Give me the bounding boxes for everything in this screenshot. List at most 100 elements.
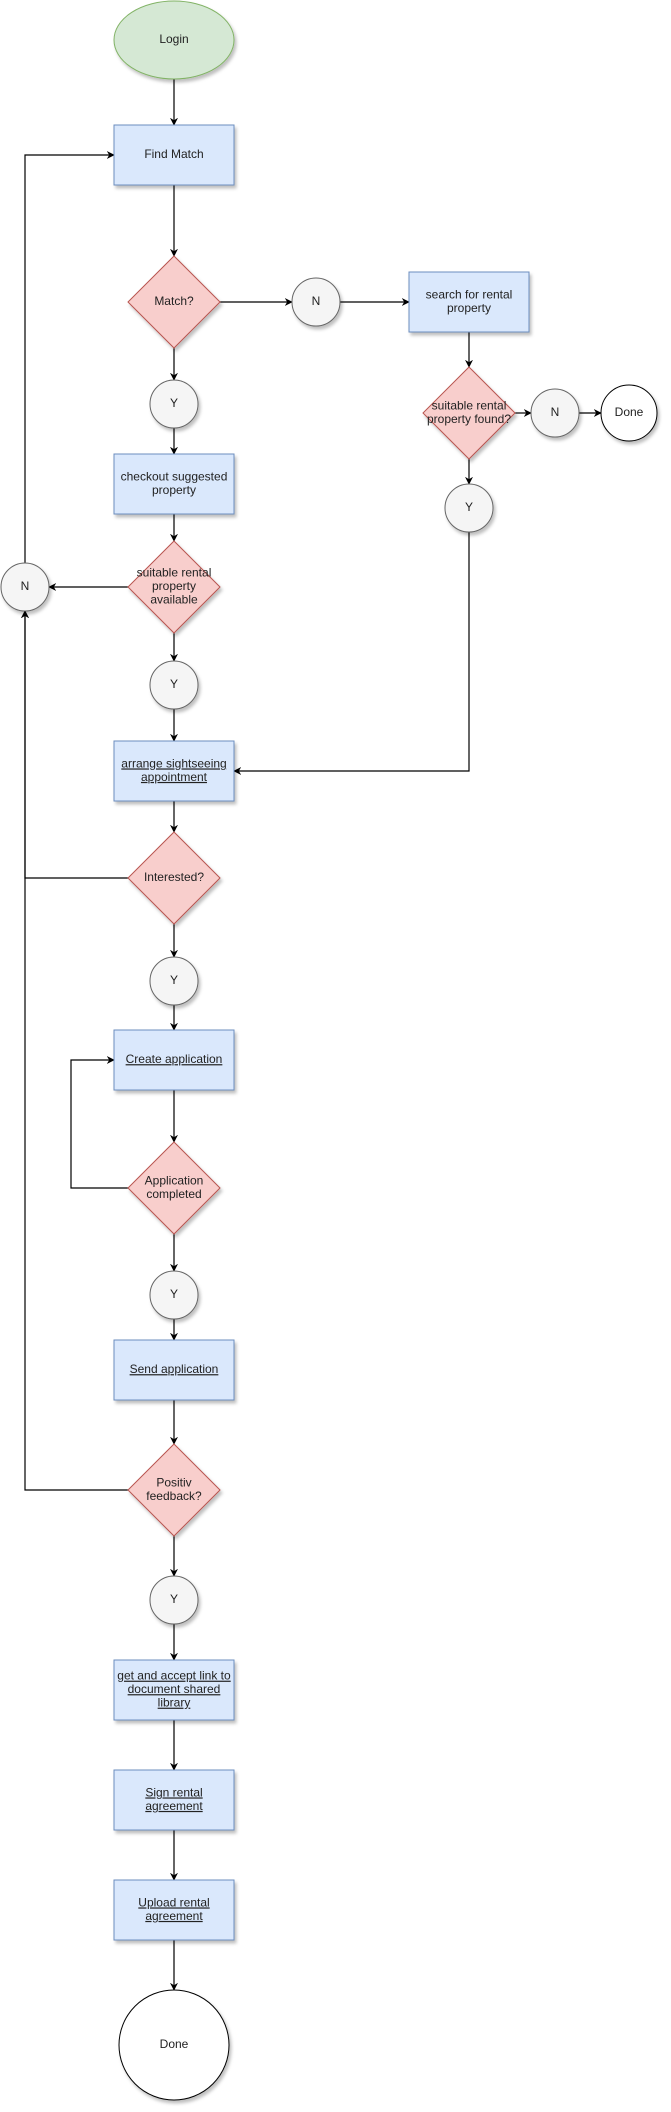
node-completed-yes-shape — [149, 1270, 199, 1320]
node-completed-yes-label: Y — [170, 1287, 178, 1301]
node-create-application[interactable]: Create application — [113, 1029, 235, 1091]
node-match-decision-label: Match? — [154, 294, 194, 308]
node-application-completed-decision-shape — [127, 1141, 221, 1235]
edge-feedback-to-no — [21, 610, 128, 1491]
node-sign-agreement-label: agreement — [145, 1799, 203, 1813]
node-send-application-label: Send application — [130, 1362, 219, 1376]
node-done-bottom-label: Done — [160, 2037, 189, 2051]
node-search-rental-label: search for rental — [426, 287, 513, 301]
node-application-completed-decision-label: Application — [145, 1173, 204, 1187]
node-find-match-label: Find Match — [144, 147, 203, 161]
node-found-no-shape — [530, 388, 580, 438]
node-checkout-suggested-label: checkout suggested — [121, 469, 228, 483]
node-done-right-shape — [600, 384, 658, 442]
node-found-yes-label: Y — [465, 500, 473, 514]
node-sign-agreement-label: Sign rental — [145, 1785, 202, 1799]
node-interested-yes-shape — [149, 956, 199, 1006]
edge-yes-to-arrange — [233, 532, 470, 775]
node-find-match[interactable]: Find Match — [113, 124, 235, 186]
node-match-no-label: N — [312, 294, 321, 308]
node-get-accept-link-label: document shared — [128, 1682, 221, 1696]
node-upload-agreement-shape — [113, 1879, 235, 1941]
node-login-label: Login — [159, 32, 188, 46]
node-found-no-label: N — [551, 405, 560, 419]
node-suitable-available-decision-label: suitable rental — [137, 566, 212, 580]
node-suitable-available-decision-label: property — [152, 579, 196, 593]
node-positive-feedback-decision-label: feedback? — [146, 1489, 202, 1503]
node-match-no: N — [291, 277, 341, 327]
node-match-yes-label: Y — [170, 396, 178, 410]
node-suitable-found-decision-label: property found? — [427, 412, 511, 426]
flowchart-edges — [21, 79, 602, 1991]
node-feedback-yes: Y — [149, 1575, 199, 1625]
node-feedback-yes-label: Y — [170, 1592, 178, 1606]
node-upload-agreement-label: Upload rental — [138, 1895, 209, 1909]
node-done-bottom[interactable]: Done — [118, 1989, 230, 2101]
node-available-no-shape — [0, 562, 50, 612]
node-interested-decision-shape — [127, 831, 221, 925]
node-interested-yes: Y — [149, 956, 199, 1006]
edge-no-to-find-match — [24, 151, 115, 563]
node-find-match-shape — [113, 124, 235, 186]
node-found-yes: Y — [444, 483, 494, 533]
node-search-rental-label: property — [447, 301, 491, 315]
node-suitable-found-decision-shape — [422, 366, 516, 460]
node-available-yes-label: Y — [170, 677, 178, 691]
node-done-right-label: Done — [615, 405, 644, 419]
node-get-accept-link-label: library — [158, 1696, 191, 1710]
node-available-no-label: N — [21, 579, 30, 593]
node-suitable-available-decision-label: available — [150, 593, 198, 607]
node-send-application-shape — [113, 1339, 235, 1401]
node-application-completed-decision-label: completed — [146, 1187, 201, 1201]
edge-completed-loop-back — [70, 1056, 128, 1189]
node-positive-feedback-decision-label: Positiv — [156, 1475, 191, 1489]
node-positive-feedback-decision-shape — [127, 1443, 221, 1537]
node-match-no-shape — [291, 277, 341, 327]
node-available-yes-shape — [149, 660, 199, 710]
node-arrange-sightseeing-label: arrange sightseeing — [121, 756, 226, 770]
node-arrange-sightseeing-label: appointment — [141, 770, 208, 784]
node-suitable-available-decision-shape — [127, 540, 221, 634]
node-match-yes: Y — [149, 379, 199, 429]
node-get-accept-link-label: get and accept link to — [117, 1669, 231, 1683]
node-completed-yes: Y — [149, 1270, 199, 1320]
node-login: Login — [113, 0, 235, 80]
node-match-decision[interactable]: Match? — [127, 255, 221, 349]
node-get-accept-link-shape — [113, 1659, 235, 1721]
node-interested-decision[interactable]: Interested? — [127, 831, 221, 925]
node-interested-yes-label: Y — [170, 973, 178, 987]
node-feedback-yes-shape — [149, 1575, 199, 1625]
node-available-yes: Y — [149, 660, 199, 710]
node-found-no: N — [530, 388, 580, 438]
node-search-rental-shape — [408, 271, 530, 333]
node-login-shape — [113, 0, 235, 80]
node-create-application-label: Create application — [126, 1052, 223, 1066]
node-arrange-sightseeing-shape — [113, 740, 235, 802]
node-checkout-suggested-shape — [113, 453, 235, 515]
node-suitable-found-decision-label: suitable rental — [432, 398, 507, 412]
node-done-bottom-shape — [118, 1989, 230, 2101]
node-send-application[interactable]: Send application — [113, 1339, 235, 1401]
node-checkout-suggested-label: property — [152, 483, 196, 497]
node-match-decision-shape — [127, 255, 221, 349]
node-available-no: N — [0, 562, 50, 612]
node-create-application-shape — [113, 1029, 235, 1091]
node-interested-decision-label: Interested? — [144, 870, 204, 884]
edge-interested-to-no — [21, 610, 128, 879]
node-upload-agreement-label: agreement — [145, 1909, 203, 1923]
node-match-yes-shape — [149, 379, 199, 429]
node-sign-agreement-shape — [113, 1769, 235, 1831]
node-done-right[interactable]: Done — [600, 384, 658, 442]
